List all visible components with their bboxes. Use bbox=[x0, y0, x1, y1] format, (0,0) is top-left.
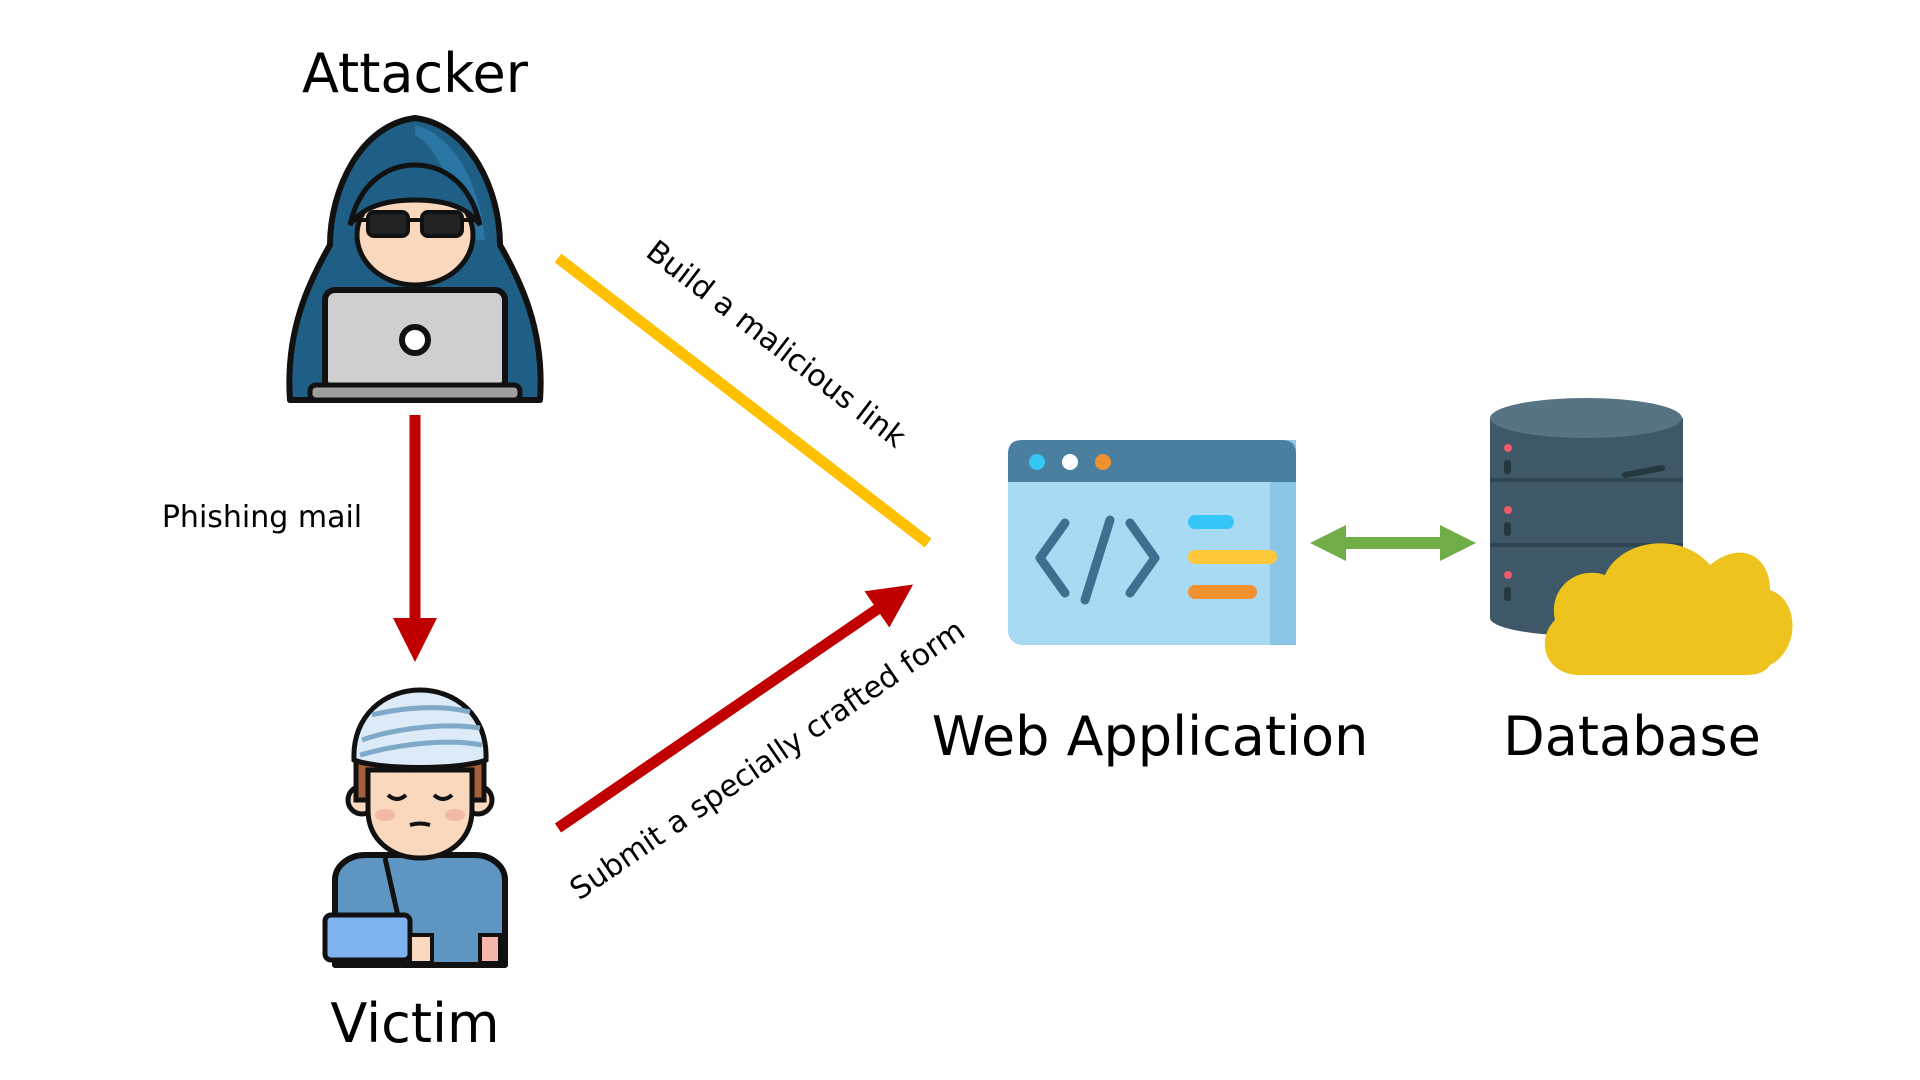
phishing-label: Phishing mail bbox=[162, 500, 362, 535]
victim-label: Victim bbox=[330, 992, 499, 1055]
crafted-form-arrow bbox=[554, 584, 914, 833]
web-app-label: Web Application bbox=[932, 705, 1369, 768]
injured-person-icon bbox=[322, 687, 508, 968]
attacker-label: Attacker bbox=[302, 42, 529, 105]
code-window-icon bbox=[1008, 440, 1296, 645]
crafted-form-label: Submit a specially crafted form bbox=[564, 613, 972, 908]
database-cloud-icon bbox=[1490, 398, 1793, 675]
malicious-link-line bbox=[554, 253, 932, 548]
hooded-hacker-with-laptop-icon bbox=[286, 115, 544, 403]
database-label: Database bbox=[1503, 705, 1761, 768]
